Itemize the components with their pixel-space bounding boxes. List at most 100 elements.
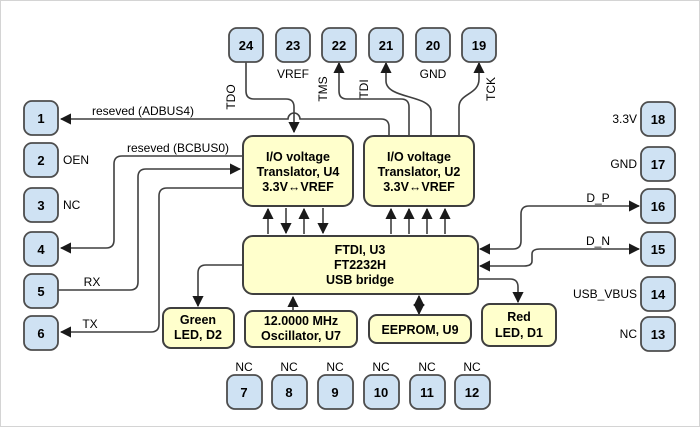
block-u2: I/O voltage Translator, U2 3.3V↔VREF [363, 135, 475, 207]
pin-18-box [640, 101, 676, 137]
block-u4-line2: Translator, U4 [257, 165, 340, 179]
wire-labels: reseved (ADBUS4) reseved (BCBUS0) RX TX … [82, 104, 610, 331]
pin-2-signal-label: OEN [63, 153, 89, 167]
pin-9-signal-label: NC [326, 360, 344, 374]
pin-16-box [640, 188, 676, 224]
pin-3-number: 3 [37, 198, 44, 213]
pin-5-box [23, 273, 59, 309]
wire-d-p [478, 200, 641, 255]
pin-19-signal-label: TCK [484, 77, 498, 101]
pin-18-number: 18 [651, 112, 665, 127]
pin-2-number: 2 [37, 153, 44, 168]
pin-22-number: 22 [332, 38, 346, 53]
pin-7: 7 NC [226, 360, 263, 410]
block-green-led: Green LED, D2 [162, 307, 235, 349]
pin-6: 6 [23, 315, 59, 351]
wires [58, 61, 641, 338]
wire-label-d-p: D_P [586, 191, 609, 205]
pin-20-signal-label: GND [420, 67, 447, 81]
pin-4-number: 4 [37, 242, 45, 257]
pin-8-signal-label: NC [280, 360, 298, 374]
wire-tdi [380, 61, 432, 136]
pin-11-box [409, 374, 446, 410]
block-red-led: Red LED, D1 [481, 303, 557, 347]
pin-9-number: 9 [331, 385, 338, 400]
block-red-led-box [481, 303, 557, 347]
pin-19-box [461, 27, 497, 63]
pin-13-signal-label: NC [620, 327, 638, 341]
block-u4-line3: 3.3V↔VREF [262, 180, 334, 194]
pin-10-signal-label: NC [372, 360, 390, 374]
wire-tms [333, 61, 410, 136]
pin-3-signal-label: NC [63, 198, 81, 212]
pin-7-box [226, 374, 263, 410]
pin-11: 11 NC [409, 360, 446, 410]
pin-18-signal-label: 3.3V [612, 112, 637, 126]
block-green-led-box [162, 307, 235, 349]
pin-10: 10 NC [363, 360, 400, 410]
block-u3-line3: USB bridge [326, 273, 394, 287]
pin-23-number: 23 [286, 38, 300, 53]
wire-tdo [245, 62, 300, 134]
pin-23-box [275, 27, 311, 63]
block-u3: FTDI, U3 FT2232H USB bridge [242, 235, 479, 295]
pin-24-box [228, 27, 264, 63]
pin-7-signal-label: NC [235, 360, 253, 374]
block-u2-line2: Translator, U2 [378, 165, 461, 179]
pin-8: 8 NC [271, 360, 308, 410]
wire-label-rx: RX [84, 275, 101, 289]
pin-1-box [23, 100, 59, 136]
pin-21-box [368, 27, 404, 63]
pin-21-number: 21 [379, 38, 393, 53]
block-u3-box [242, 235, 479, 295]
block-oscillator-line2: Oscillator, U7 [261, 329, 341, 343]
wire-label-bcbus0: reseved (BCBUS0) [127, 141, 229, 155]
wire-tx [59, 187, 243, 338]
pin-23-signal-label: VREF [277, 67, 309, 81]
wire-label-tx: TX [82, 317, 97, 331]
pin-5: 5 [23, 273, 59, 309]
pin-20-box [415, 27, 451, 63]
block-u3-line1: FTDI, U3 [335, 243, 386, 257]
pin-11-signal-label: NC [418, 360, 436, 374]
pin-1-number: 1 [37, 111, 44, 126]
block-u2-box [363, 135, 475, 207]
block-u4-line1: I/O voltage [266, 150, 330, 164]
pin-2-box [23, 142, 59, 178]
pin-13-number: 13 [651, 327, 665, 342]
wire-label-d-n: D_N [586, 234, 610, 248]
pin-19: 19 TCK [461, 27, 498, 101]
block-u2-line3: 3.3V↔VREF [383, 180, 455, 194]
pin-19-number: 19 [472, 38, 486, 53]
pin-16-number: 16 [651, 199, 665, 214]
pin-12: 12 NC [454, 360, 491, 410]
block-red-led-line1: Red [507, 310, 531, 324]
pin-17-signal-label: GND [610, 157, 637, 171]
pin-17-box [640, 146, 676, 182]
block-red-led-line2: LED, D1 [495, 326, 543, 340]
pin-22: 22 TMS [316, 27, 357, 102]
block-green-led-line2: LED, D2 [174, 328, 222, 342]
pin-10-box [363, 374, 400, 410]
pin-6-number: 6 [37, 326, 44, 341]
block-u4: I/O voltage Translator, U4 3.3V↔VREF [242, 135, 354, 207]
wire-d-n [478, 243, 641, 272]
block-oscillator: 12.0000 MHz Oscillator, U7 [244, 310, 358, 348]
pin-24-signal-label: TDO [224, 84, 238, 109]
pin-8-box [271, 374, 308, 410]
pin-14-box [640, 276, 676, 312]
wire-tck [458, 61, 485, 136]
pin-7-number: 7 [240, 385, 247, 400]
pin-17: 17 GND [610, 146, 676, 182]
block-u2-line1: I/O voltage [387, 150, 451, 164]
block-eeprom-box [368, 314, 472, 344]
pin-9: 9 NC [317, 360, 354, 410]
pin-24-number: 24 [239, 38, 254, 53]
pin-21-signal-label: TDI [357, 79, 371, 98]
pin-24: 24 TDO [224, 27, 264, 110]
pin-23: 23 VREF [275, 27, 311, 81]
pin-15: 15 [640, 231, 676, 267]
wire-label-adbus4: reseved (ADBUS4) [92, 104, 194, 118]
pin-8-number: 8 [285, 385, 292, 400]
